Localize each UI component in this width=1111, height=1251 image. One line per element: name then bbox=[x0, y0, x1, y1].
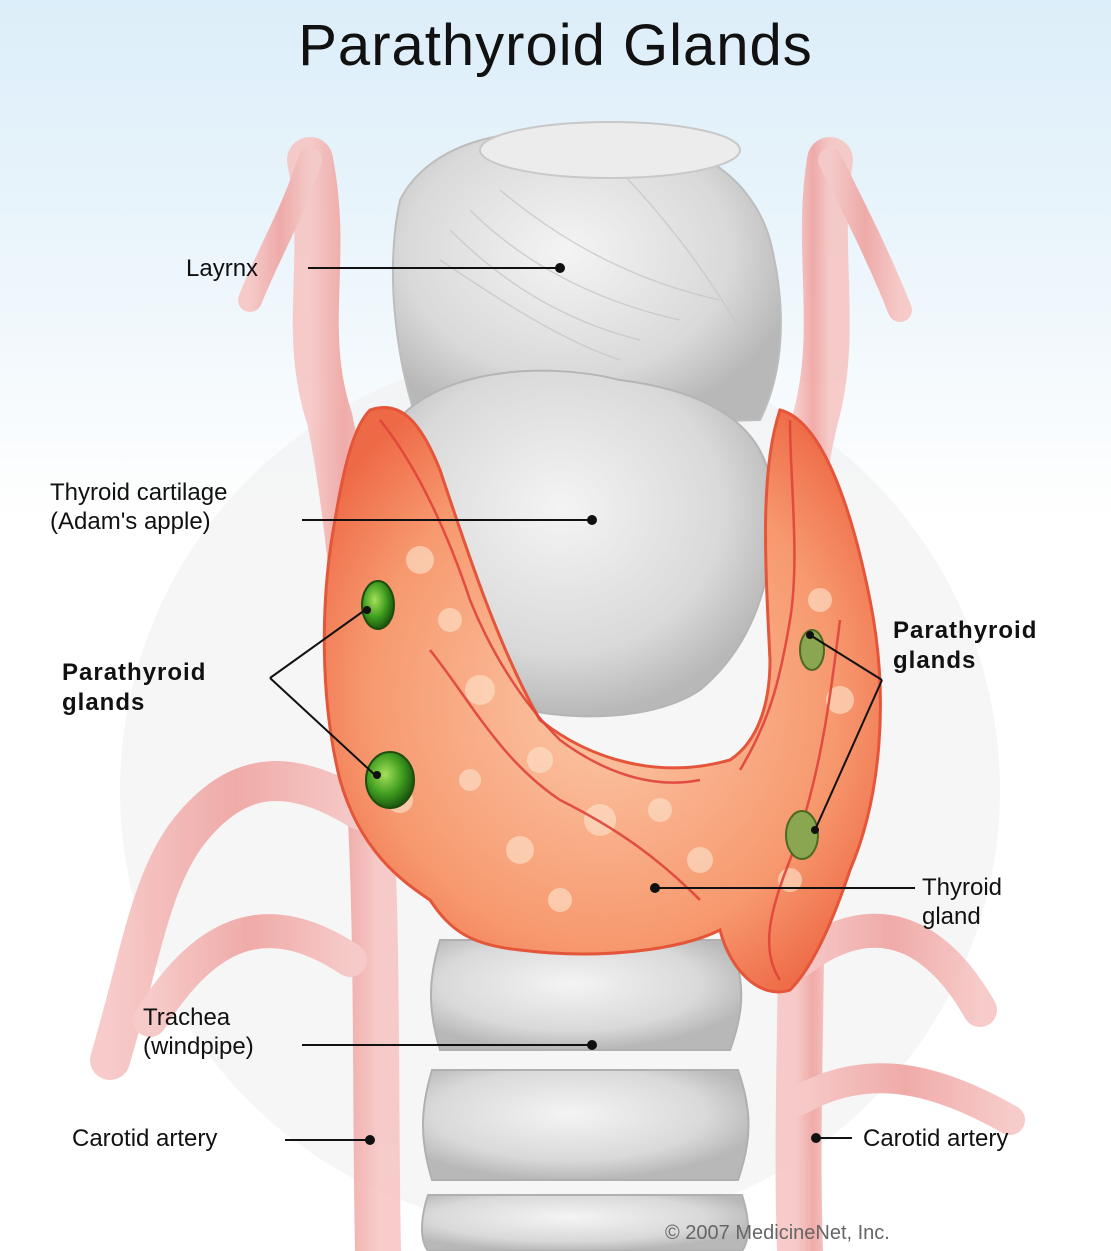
parathyroid-left-upper bbox=[362, 581, 394, 629]
trachea-rings bbox=[422, 940, 749, 1251]
label-trachea-line1: Trachea bbox=[143, 1003, 230, 1032]
label-carotid-artery-right: Carotid artery bbox=[863, 1124, 1008, 1153]
label-larynx: Layrnx bbox=[186, 254, 258, 283]
label-thyroid-cartilage-line1: Thyroid cartilage bbox=[50, 478, 227, 507]
parathyroid-left-lower bbox=[366, 752, 414, 808]
diagram-title: Parathyroid Glands bbox=[0, 12, 1111, 79]
label-thyroid-gland-line1: Thyroid bbox=[922, 873, 1002, 902]
label-carotid-artery-left: Carotid artery bbox=[72, 1124, 217, 1153]
label-thyroid-gland-line2: gland bbox=[922, 902, 981, 931]
label-parathyroid-right-line2: glands bbox=[893, 646, 976, 675]
parathyroid-right-lower bbox=[786, 811, 818, 859]
copyright-notice: © 2007 MedicineNet, Inc. bbox=[665, 1222, 890, 1245]
label-trachea-line2: (windpipe) bbox=[143, 1032, 254, 1061]
label-parathyroid-left-line1: Parathyroid bbox=[62, 658, 206, 687]
label-parathyroid-right-line1: Parathyroid bbox=[893, 616, 1037, 645]
epiglottis-tip bbox=[480, 122, 740, 178]
label-thyroid-cartilage-line2: (Adam's apple) bbox=[50, 507, 211, 536]
label-parathyroid-left-line2: glands bbox=[62, 688, 145, 717]
